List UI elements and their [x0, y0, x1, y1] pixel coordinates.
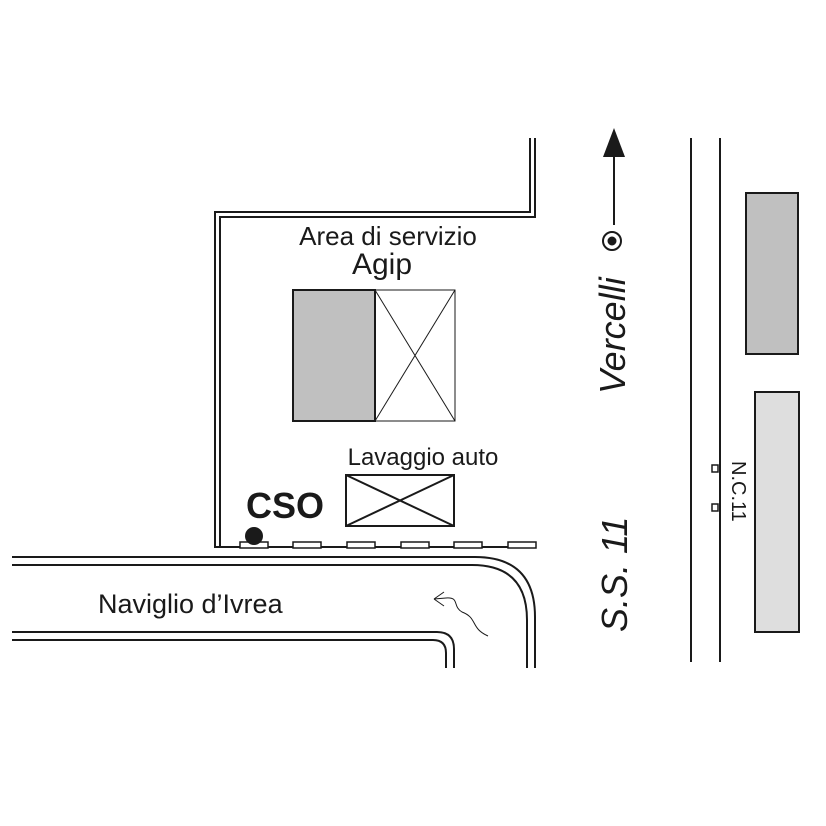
arrow-up-icon — [603, 128, 625, 225]
car-wash — [345, 474, 455, 527]
service-area-boundary — [214, 138, 536, 548]
road-ss11-edges — [690, 138, 721, 662]
civic-number-label: N.C.11 — [727, 461, 749, 522]
flow-arrow-icon — [433, 591, 489, 637]
area-title-line2: Agip — [352, 248, 412, 281]
canal-banks — [12, 556, 536, 668]
car-wash-label: Lavaggio auto — [348, 444, 499, 471]
bullseye-icon — [602, 231, 622, 251]
station-canopy — [374, 289, 456, 422]
canal-cover — [215, 541, 537, 549]
road-label: S.S. 11 — [594, 517, 635, 632]
direction-label: Vercelli — [592, 276, 633, 394]
cso-point-icon — [245, 527, 263, 545]
building-dark — [745, 192, 799, 355]
cso-label: CSO — [246, 485, 324, 526]
canal-label: Naviglio d’Ivrea — [98, 589, 284, 619]
civic-number-markers — [711, 464, 719, 512]
agip-building — [292, 289, 376, 422]
area-title-line1: Area di servizio — [299, 221, 477, 251]
building-light — [754, 391, 800, 633]
